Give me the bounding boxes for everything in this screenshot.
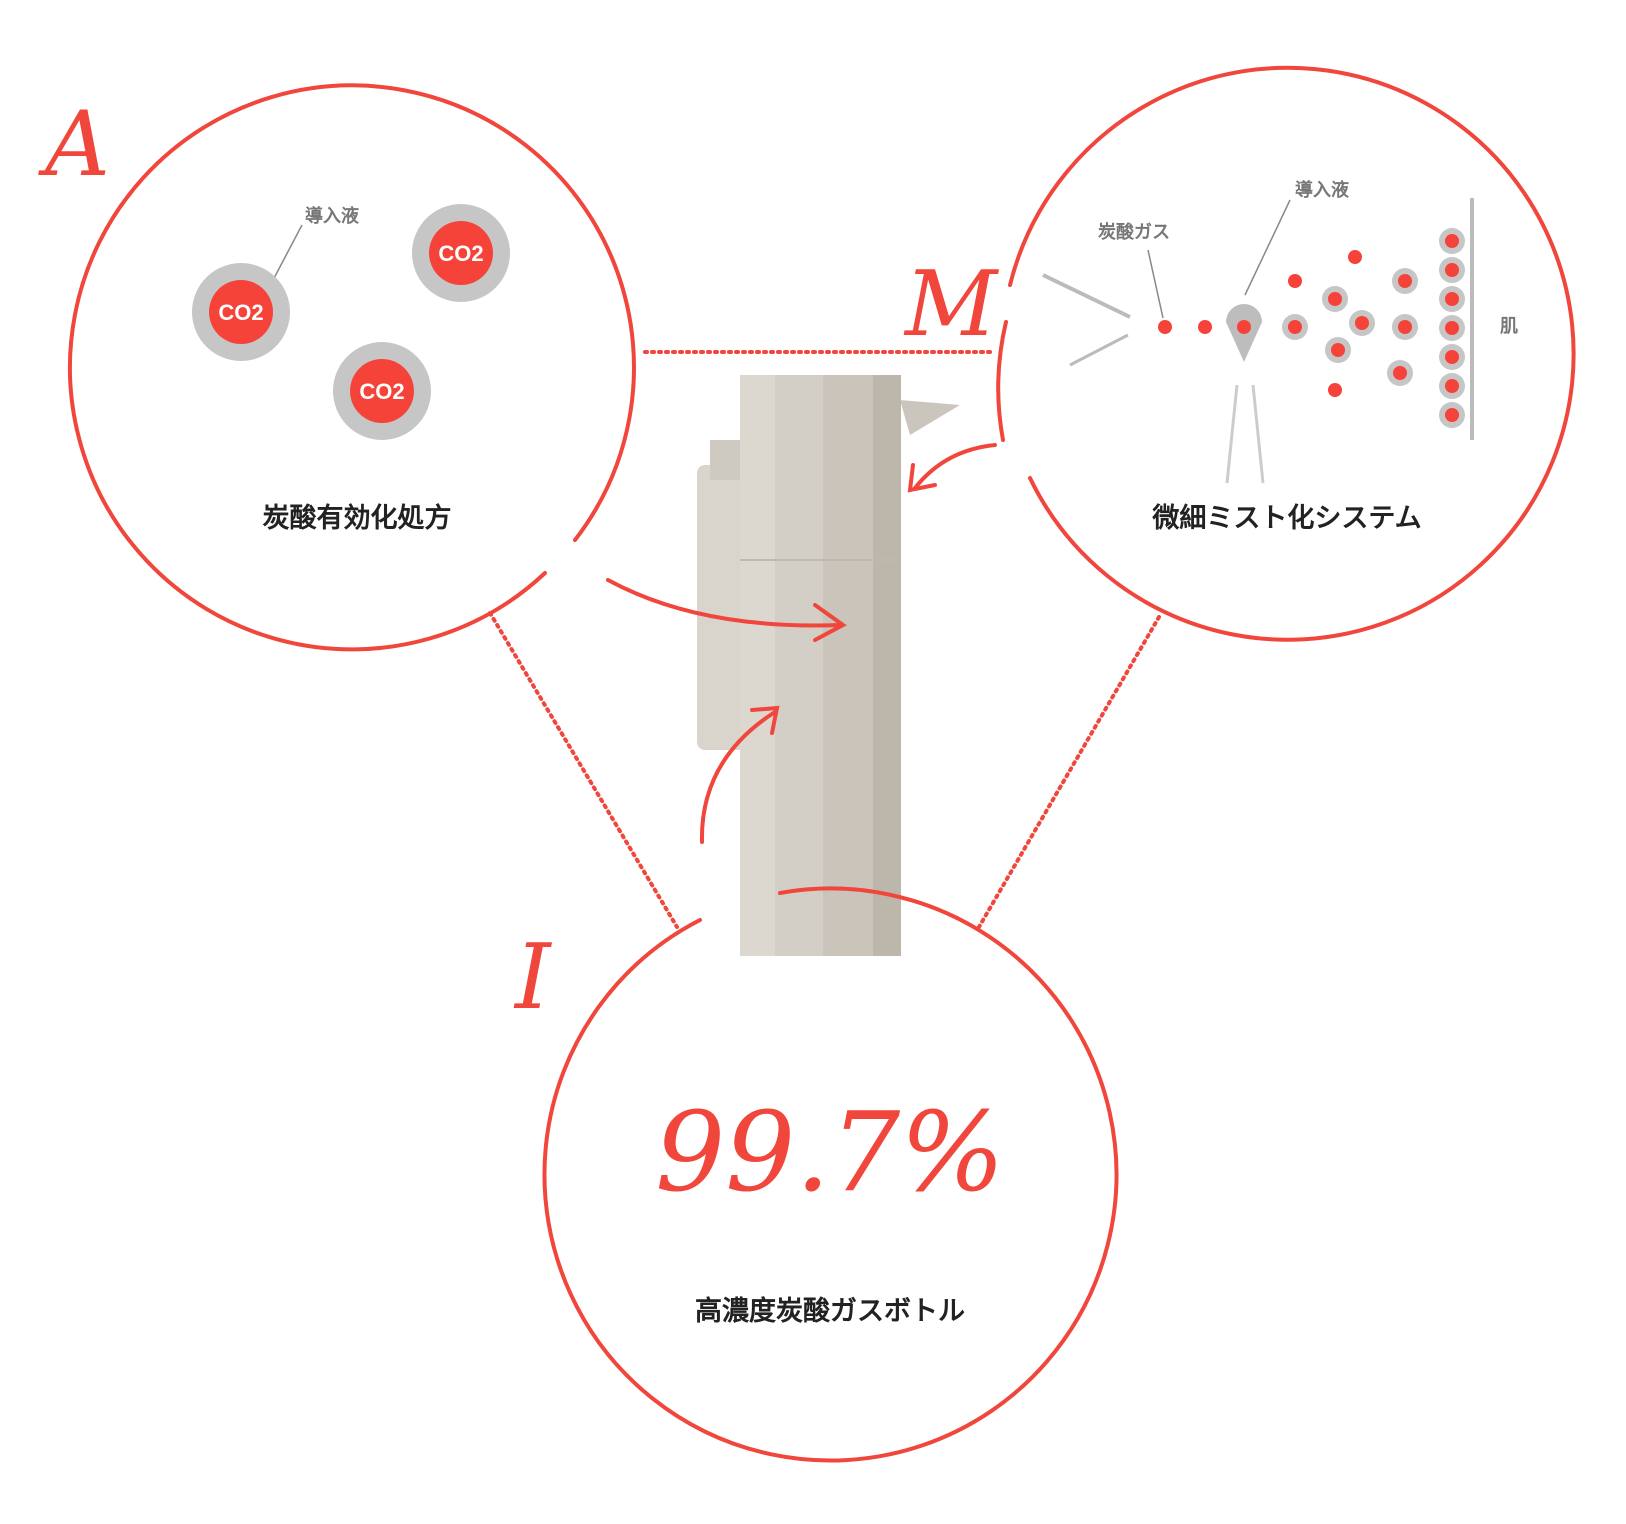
svg-text:CO2: CO2 bbox=[438, 241, 483, 266]
mist-particle bbox=[1445, 292, 1459, 306]
mist-particle bbox=[1328, 292, 1342, 306]
circle-a bbox=[67, 83, 636, 652]
mist-particle bbox=[1398, 320, 1412, 334]
connector-m-i bbox=[977, 615, 1161, 929]
panel-m-title: 微細ミスト化システム bbox=[1151, 503, 1421, 534]
svg-text:CO2: CO2 bbox=[359, 379, 404, 404]
circle-i bbox=[542, 886, 1119, 1463]
panel-i-title: 高濃度炭酸ガスボトル bbox=[695, 1295, 965, 1327]
mist-particle bbox=[1445, 234, 1459, 248]
svg-text:CO2: CO2 bbox=[218, 300, 263, 325]
product-bottle bbox=[697, 375, 960, 956]
co2-molecule: CO2 bbox=[192, 263, 290, 361]
circle-m bbox=[1008, 65, 1576, 642]
mist-particle bbox=[1355, 316, 1369, 330]
panel-a-title: 炭酸有効化処方 bbox=[263, 502, 452, 534]
letter-a: A bbox=[38, 92, 110, 197]
mist-particle bbox=[1445, 408, 1459, 422]
skin-label: 肌 bbox=[1500, 316, 1518, 337]
arrow-icon bbox=[606, 578, 847, 642]
mist-particle bbox=[1288, 320, 1302, 334]
mist-particle bbox=[1331, 343, 1345, 357]
mist-particle bbox=[1393, 366, 1407, 380]
liquid-label: 導入液 bbox=[305, 205, 360, 227]
mist-particle bbox=[1445, 321, 1459, 335]
mist-particle bbox=[1288, 274, 1302, 288]
panel-m: M 炭酸ガス 導入液 肌 微細ミスト化システム bbox=[903, 65, 1576, 642]
arrow-icon bbox=[699, 705, 780, 844]
panel-a: A 導入液 CO2 CO2 CO2 炭酸有効化処方 bbox=[38, 83, 847, 652]
mist-particle bbox=[1445, 263, 1459, 277]
mist-particle bbox=[1398, 274, 1412, 288]
letter-m: M bbox=[903, 252, 999, 357]
panel-i: I 99.7% 高濃度炭酸ガスボトル bbox=[513, 705, 1119, 1463]
letter-i: I bbox=[513, 925, 552, 1030]
gas-label: 炭酸ガス bbox=[1098, 221, 1170, 243]
mist-particle bbox=[1445, 350, 1459, 364]
arrow-icon bbox=[907, 443, 997, 493]
liquid-label: 導入液 bbox=[1295, 179, 1350, 201]
percentage-value: 99.7% bbox=[655, 1088, 1004, 1216]
mist-particle bbox=[1328, 383, 1342, 397]
co2-molecule: CO2 bbox=[333, 342, 431, 440]
co2-molecule: CO2 bbox=[412, 204, 510, 302]
mist-particle bbox=[1348, 250, 1362, 264]
mist-particle bbox=[1445, 379, 1459, 393]
connector-a-i bbox=[488, 611, 679, 929]
